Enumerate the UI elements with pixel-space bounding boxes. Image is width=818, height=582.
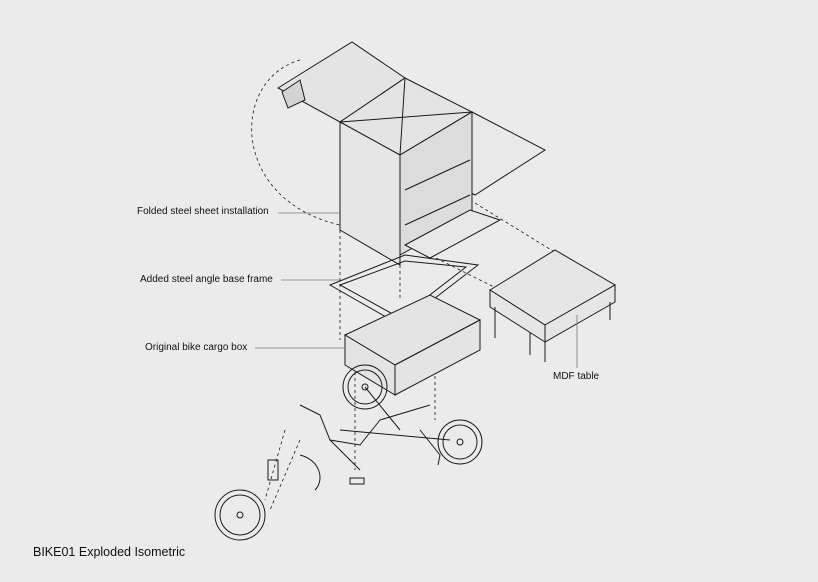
label-folded-steel-sheet: Folded steel sheet installation <box>137 206 269 217</box>
label-mdf-table: MDF table <box>553 371 600 382</box>
drawing-caption: BIKE01 Exploded Isometric <box>33 545 186 559</box>
leader-lines <box>255 212 578 368</box>
bike-cargo-box <box>343 294 482 396</box>
mdf-table <box>489 249 616 362</box>
steel-angle-base-frame <box>328 254 480 326</box>
label-base-frame: Added steel angle base frame <box>140 274 273 285</box>
label-cargo-box: Original bike cargo box <box>145 342 248 353</box>
steel-sheet-installation <box>277 41 546 266</box>
bike-frame <box>214 364 483 541</box>
